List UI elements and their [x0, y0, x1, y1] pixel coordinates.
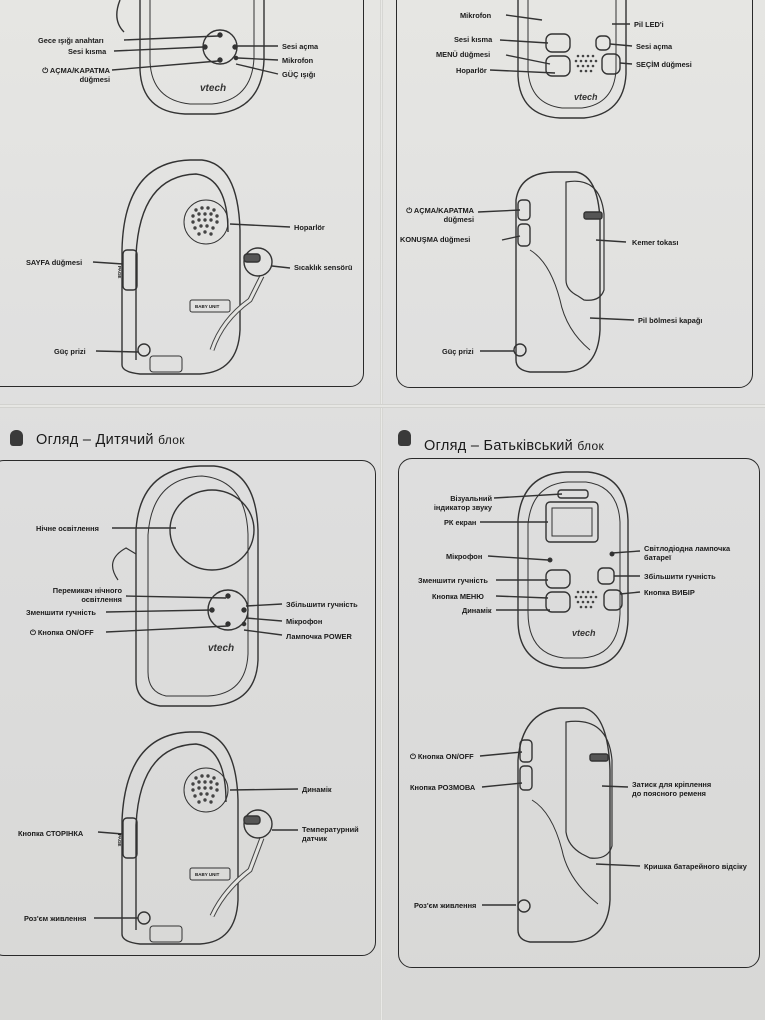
paper-fold-horizontal	[0, 404, 765, 408]
page-button-label-tl: PAGE	[117, 266, 122, 279]
label-zmenshyty-huchnist: Зменшити гучність	[26, 608, 96, 617]
label-knopka-onoff-br: ⏻ Кнопка ON/OFF	[410, 752, 474, 761]
baby-unit-tag-bl: BABY UNIT	[195, 872, 220, 877]
label-gece-isigi: Gece ışığı anahtarı	[38, 36, 104, 45]
label-lampochka-power: Лампочка POWER	[286, 632, 352, 641]
label-sayfa-dugmesi: SAYFA düğmesi	[26, 258, 83, 267]
label-kemer-tokasi: Kemer tokası	[632, 238, 679, 247]
label-mikrofon: Mikrofon	[282, 56, 314, 65]
label-knopka-vybir: Кнопка ВИБІР	[644, 588, 695, 597]
label-pil-led: Pil LED'i	[634, 20, 664, 29]
label-guc-prizi: Güç prizi	[54, 347, 86, 356]
label-zmenshyty-huchnist-br: Зменшити гучність	[418, 576, 488, 585]
label-dynamik-bl: Динамік	[302, 785, 332, 794]
label-knopka-onoff: ⏻ Кнопка ON/OFF	[30, 628, 94, 637]
label-menu-dugmesi: MENÜ düğmesi	[436, 50, 491, 59]
label-roz-iem-zhyvlennia: Роз'єм живлення	[24, 914, 87, 923]
label-nichne-osvitlennia: Нічне освітлення	[36, 524, 99, 533]
label-sesi-acma: Sesi açma	[282, 42, 319, 51]
vtech-logo-tl: vtech	[200, 83, 226, 94]
label-mikrofon-bl: Мікрофон	[286, 617, 323, 626]
label-guc-prizi-tr: Güç prizi	[442, 347, 474, 356]
label-sesi-acma-tr: Sesi açma	[636, 42, 673, 51]
label-guc-isigi: GÜÇ ışığı	[282, 70, 316, 79]
panel-bottom-left	[0, 460, 376, 956]
label-knopka-rozmova: Кнопка РОЗМОВА	[410, 783, 476, 792]
label-rk-ekran: РК екран	[444, 518, 477, 527]
label-sicaklik-sensoru: Sıcaklık sensörü	[294, 263, 353, 272]
label-konusma-dugmesi: KONUŞMA düğmesi	[400, 235, 471, 244]
vtech-logo-bl: vtech	[208, 643, 234, 654]
label-secim-dugmesi: SEÇİM düğmesi	[636, 60, 692, 69]
label-sesi-kisma: Sesi kısma	[68, 47, 107, 56]
label-mikrofon-br: Мікрофон	[446, 552, 483, 561]
panel-top-left	[0, 0, 364, 387]
label-zbilshyty-huchnist: Збільшити гучність	[286, 600, 358, 609]
label-kryshka-batareinoho: Кришка батарейного відсіку	[644, 862, 747, 871]
label-hoparlor: Hoparlör	[294, 223, 325, 232]
label-sesi-kisma-tr: Sesi kısma	[454, 35, 493, 44]
page-button-label-bl: PAGE	[117, 834, 122, 847]
panel-top-right	[396, 0, 753, 388]
section-bullet-icon	[10, 430, 23, 446]
vtech-logo-tr: vtech	[574, 92, 598, 102]
label-knopka-meniu: Кнопка МЕНЮ	[432, 592, 484, 601]
label-dynamik-br: Динамік	[462, 606, 492, 615]
label-mikrofon-tr: Mikrofon	[460, 11, 492, 20]
label-pil-bolmesi: Pil bölmesi kapağı	[638, 316, 703, 325]
label-hoparlor-tr: Hoparlör	[456, 66, 487, 75]
label-knopka-storinka: Кнопка СТОРІНКА	[18, 829, 84, 838]
panel-bottom-right	[398, 458, 760, 968]
heading-parent-unit: Огляд – Батьківський блок	[424, 438, 605, 454]
section-bullet-icon-2	[398, 430, 411, 446]
vtech-logo-br: vtech	[572, 628, 596, 638]
baby-unit-tag-tl: BABY UNIT	[195, 304, 220, 309]
label-zbilshyty-huchnist-br: Збільшити гучність	[644, 572, 716, 581]
heading-baby-unit: Огляд – Дитячий блок	[36, 432, 185, 448]
label-roz-iem-zhyvlennia-br: Роз'єм живлення	[414, 901, 477, 910]
paper-fold-vertical	[380, 0, 383, 1020]
